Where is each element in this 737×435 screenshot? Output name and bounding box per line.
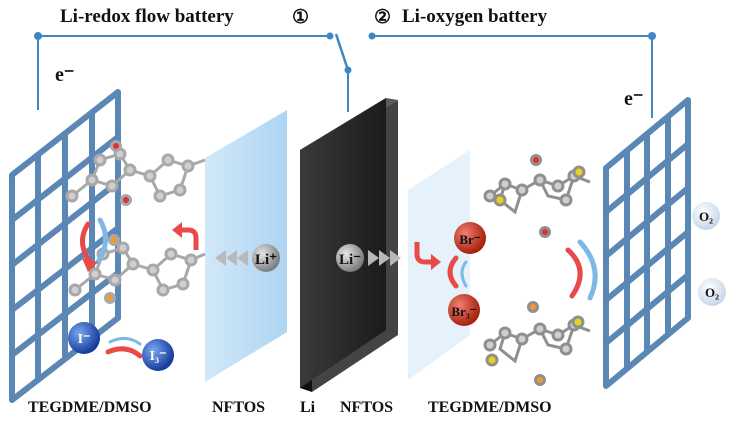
left-battery-number: ①: [292, 7, 310, 28]
left-hook-arrowhead: [172, 222, 182, 238]
i3-minus-label: I₃⁻: [149, 349, 166, 364]
left-solvent-label: TEGDME/DMSO: [28, 399, 152, 416]
right-battery-number: ②: [374, 7, 392, 28]
left-hook-arrow: [178, 227, 199, 250]
li-minus-label: Li⁻: [339, 252, 361, 268]
anode-label: Li: [300, 399, 316, 416]
o2-label-a: O₂: [699, 209, 713, 224]
right-membrane-label: NFTOS: [340, 399, 394, 416]
right-wire: [372, 35, 653, 118]
right-electrode-grid: [603, 97, 691, 389]
right-hook-arrow: [414, 242, 435, 265]
br3-minus-label: Br₃⁻: [451, 304, 476, 319]
br-minus-ball: [454, 222, 486, 254]
o2-label-b: O₂: [705, 285, 719, 300]
right-solvent-label: TEGDME/DMSO: [428, 399, 552, 416]
left-redox-arrows: [80, 217, 143, 359]
br3-minus-ball: [448, 294, 480, 326]
li-plus-chevrons: [215, 250, 248, 266]
i3-minus-ball: [142, 339, 174, 371]
left-electrode-grid: [9, 89, 121, 403]
right-redox-arrows: [447, 239, 598, 301]
li-minus-chevrons: [368, 250, 401, 266]
li-plus-label: Li⁺: [255, 252, 277, 268]
right-electron-label: e⁻: [624, 88, 644, 110]
left-molecule-top: [65, 140, 206, 206]
li-plus-ball: [252, 244, 280, 272]
right-molecule-top: [483, 154, 591, 238]
br-minus-label: Br⁻: [459, 232, 480, 247]
left-wire: [37, 35, 330, 110]
switch-lever: [334, 33, 350, 71]
left-battery-title: Li-redox flow battery: [60, 6, 234, 27]
left-membrane-label: NFTOS: [212, 399, 266, 416]
left-electron-label: e⁻: [55, 64, 75, 86]
right-molecule-bottom: [483, 301, 591, 386]
i-minus-ball: [68, 322, 100, 354]
wire-nodes: [34, 32, 656, 74]
right-battery-title: Li-oxygen battery: [402, 6, 548, 27]
li-minus-ball: [336, 244, 364, 272]
left-molecule-bottom: [68, 234, 206, 304]
right-membrane: [408, 150, 470, 380]
left-red-arrowhead: [82, 258, 98, 272]
i-minus-label: I⁻: [78, 332, 91, 347]
external-circuit: [37, 33, 653, 118]
left-membrane: [205, 110, 287, 382]
o2-ball-b: [698, 278, 726, 306]
right-hook-arrowhead: [431, 254, 441, 270]
o2-ball-a: [692, 202, 720, 230]
